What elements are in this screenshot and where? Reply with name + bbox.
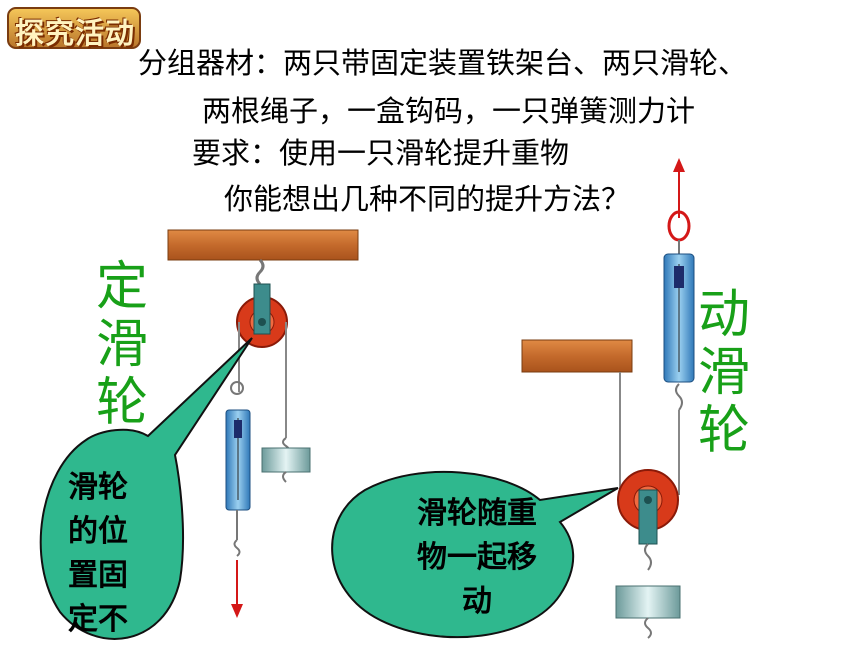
- activity-badge: 探究活动: [4, 2, 144, 54]
- fixed-bubble-line-2: 的位: [68, 514, 128, 549]
- right-weight: [615, 585, 681, 619]
- movable-bubble-line-2: 物一起移: [417, 540, 537, 575]
- right-bubble-shape: [331, 470, 619, 639]
- fixed-bubble-line-1: 滑轮: [68, 470, 128, 505]
- fixed-pulley-setup: [167, 229, 359, 618]
- movable-title-char-3: 轮: [697, 401, 750, 461]
- movable-pulley-title: 动 滑 轮: [694, 286, 754, 460]
- requirement-line: 要求：使用一只滑轮提升重物: [192, 136, 570, 170]
- movable-title-char-2: 滑: [697, 343, 750, 403]
- movable-pulley-bubble-text: 滑轮随重 物一起移 动: [392, 492, 562, 624]
- question-line: 你能想出几种不同的提升方法？: [224, 182, 631, 216]
- right-wood-beam: [521, 339, 633, 373]
- fixed-pulley-bubble-text: 滑轮 的位 置固 定不: [68, 466, 158, 642]
- equipment-line-1: 分组器材：两只带固定装置铁架台、两只滑轮、: [138, 46, 748, 80]
- fixed-pulley-title: 定 滑 轮: [92, 258, 152, 432]
- left-hook: [255, 258, 265, 286]
- movable-title-char-1: 动: [697, 285, 750, 345]
- fixed-title-char-1: 定: [95, 257, 148, 317]
- badge-graphic: [7, 7, 141, 49]
- fixed-title-char-2: 滑: [95, 315, 148, 375]
- badge-label: 探究活动: [14, 16, 135, 50]
- equipment-line-2: 两根绳子，一盒钩码，一只弹簧测力计: [202, 94, 696, 128]
- fixed-title-char-3: 轮: [95, 373, 148, 433]
- movable-bubble-line-3: 动: [462, 584, 492, 619]
- fixed-bubble-line-4: 定不: [68, 602, 128, 637]
- left-weight: [261, 447, 311, 473]
- movable-bubble-line-1: 滑轮随重: [417, 496, 537, 531]
- left-bubble-shape: [39, 337, 253, 640]
- left-wood-beam: [167, 229, 359, 261]
- fixed-bubble-line-3: 置固: [68, 558, 128, 593]
- movable-pulley-setup: [521, 158, 695, 639]
